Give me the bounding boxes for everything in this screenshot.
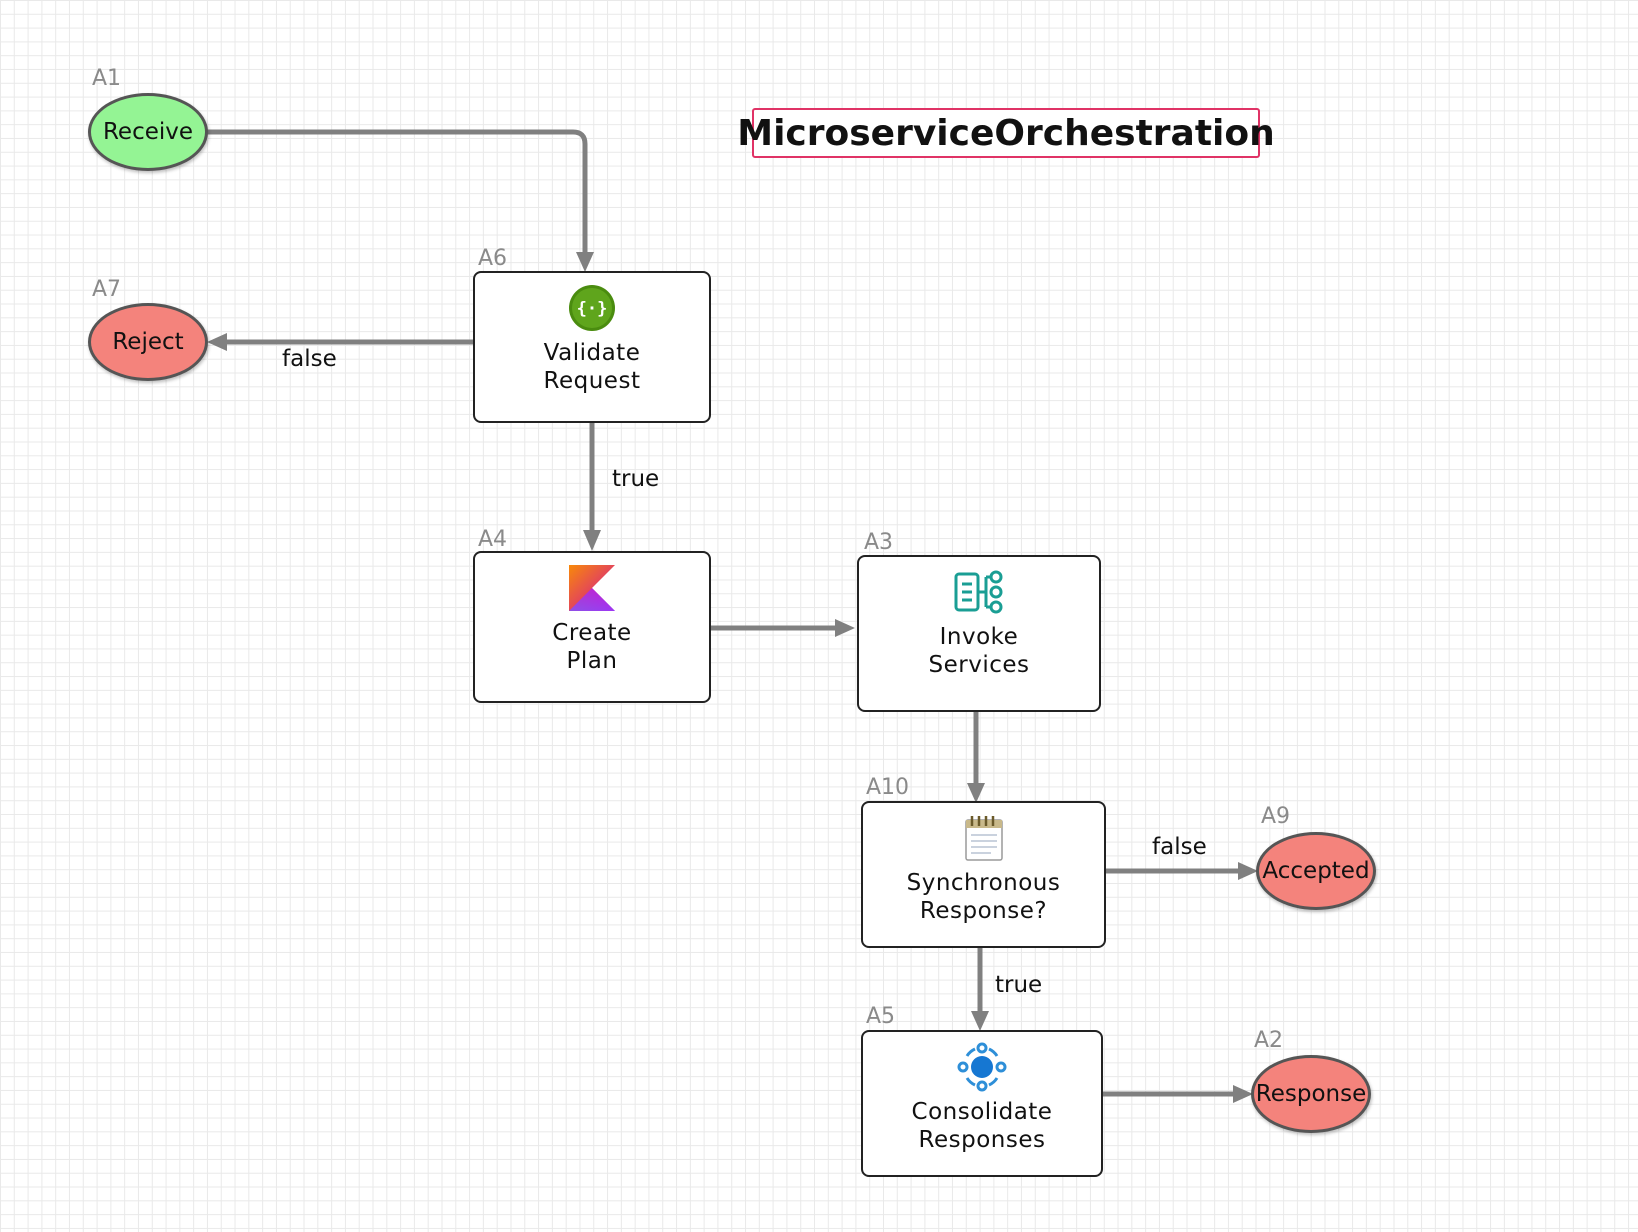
node-id-a4: A4 — [478, 527, 508, 552]
task-label-line: Consolidate — [911, 1099, 1053, 1125]
task-label-line: Invoke — [939, 624, 1019, 650]
end-event-label: Response — [1255, 1081, 1367, 1107]
arrowhead-a2 — [1233, 1085, 1253, 1103]
edge-label-false-accepted: false — [1152, 834, 1207, 860]
node-id-a2: A2 — [1254, 1028, 1284, 1053]
task-label-line: Plan — [566, 648, 618, 674]
end-event-accepted[interactable]: Accepted — [1256, 832, 1376, 910]
task-synchronous-response[interactable]: Synchronous Response? — [861, 801, 1106, 948]
task-label-line: Create — [552, 620, 632, 646]
end-event-response[interactable]: Response — [1251, 1055, 1371, 1133]
task-invoke-services[interactable]: Invoke Services — [857, 555, 1101, 712]
diagram-title[interactable]: MicroserviceOrchestration — [737, 108, 1275, 158]
arrowhead-a4 — [583, 530, 601, 551]
end-event-label: Reject — [112, 329, 184, 355]
end-event-label: Accepted — [1262, 858, 1370, 884]
task-label-line: Services — [928, 652, 1030, 678]
task-label-line: Responses — [918, 1127, 1046, 1153]
end-event-reject[interactable]: Reject — [88, 303, 208, 381]
node-id-a1: A1 — [92, 66, 122, 91]
svg-text:{·}: {·} — [577, 299, 608, 319]
notepad-icon — [959, 813, 1009, 863]
start-event-receive[interactable]: Receive — [88, 93, 208, 171]
json-validate-icon: {·} — [567, 283, 617, 333]
edge-a1-a6[interactable] — [207, 129, 588, 266]
task-consolidate-responses[interactable]: Consolidate Responses — [861, 1030, 1103, 1177]
node-id-a9: A9 — [1261, 804, 1291, 829]
task-label-line: Response? — [919, 898, 1048, 924]
arrowhead-a5 — [971, 1011, 989, 1031]
arrowhead-a7 — [207, 333, 227, 351]
node-id-a3: A3 — [864, 530, 894, 555]
kotlin-icon — [567, 563, 617, 613]
start-event-label: Receive — [102, 119, 194, 145]
node-id-a10: A10 — [866, 775, 910, 800]
arrowhead-a9 — [1238, 862, 1258, 880]
task-create-plan[interactable]: Create Plan — [473, 551, 711, 703]
edge-label-true-create-plan: true — [612, 466, 660, 492]
service-tree-icon — [954, 567, 1004, 617]
arrowhead-a10 — [967, 783, 985, 803]
node-id-a6: A6 — [478, 246, 508, 271]
task-label-line: Synchronous — [906, 870, 1061, 896]
task-label-line: Request — [543, 368, 641, 394]
task-label-line: Validate — [543, 340, 641, 366]
node-id-a5: A5 — [866, 1004, 896, 1029]
arrowhead-a6 — [576, 252, 594, 272]
node-id-a7: A7 — [92, 277, 122, 302]
arrowhead-a3 — [835, 619, 855, 637]
hub-nodes-icon — [957, 1042, 1007, 1092]
edge-label-false-reject: false — [282, 346, 337, 372]
task-validate-request[interactable]: {·} Validate Request — [473, 271, 711, 423]
edge-label-true-consolidate: true — [995, 972, 1043, 998]
